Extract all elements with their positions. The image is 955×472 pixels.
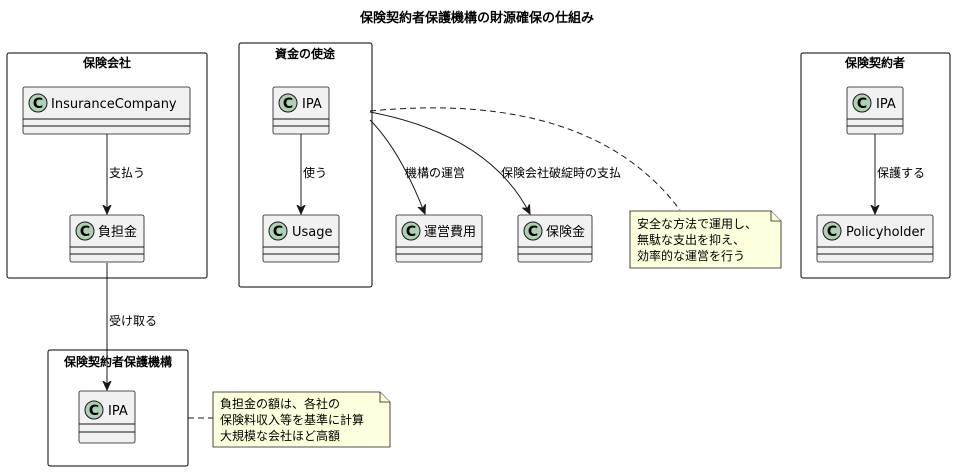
class-icon	[852, 93, 872, 113]
class-icon	[28, 93, 48, 113]
edge-bankruptcy-payment: 保険会社破綻時の支払	[369, 111, 621, 214]
note-usage-line: 無駄な支出を抑え、	[637, 232, 745, 247]
class-ipa-holder-label: IPA	[876, 97, 896, 112]
edge-use-label: 使う	[303, 165, 327, 180]
edge-operation: 機構の運営	[369, 119, 465, 214]
edge-bankruptcy-payment-label: 保険会社破綻時の支払	[501, 165, 621, 180]
class-insurance-money[interactable]: C 保険金	[517, 214, 593, 263]
note-ipa-line: 保険料収入等を基準に計算	[220, 412, 364, 427]
note-ipa-line: 負担金の額は、各社の	[220, 396, 340, 411]
class-icon	[523, 221, 543, 241]
package-insurer-label: 保険会社	[82, 55, 131, 70]
package-usage-label: 資金の使途	[275, 46, 336, 61]
class-marker: C	[283, 96, 293, 112]
class-operating-cost[interactable]: C 運営費用	[395, 214, 483, 263]
note-usage-line: 安全な方法で運用し、	[637, 216, 757, 231]
class-burden-label: 負担金	[98, 224, 137, 240]
note-ipa-line: 大規模な会社ほど高額	[220, 428, 340, 443]
class-policyholder[interactable]: C Policyholder	[816, 214, 934, 263]
class-usage-label: Usage	[292, 225, 333, 240]
class-ipa-usage-label: IPA	[302, 97, 322, 112]
class-burden[interactable]: C 負担金	[69, 214, 145, 263]
class-icon	[401, 221, 421, 241]
edge-protect-label: 保護する	[877, 165, 925, 180]
class-marker: C	[406, 224, 416, 240]
class-marker: C	[80, 224, 90, 240]
package-ipa-label: 保険契約者保護機構	[63, 354, 172, 369]
class-operating-cost-label: 運営費用	[424, 225, 476, 240]
note-link-usage	[369, 107, 681, 211]
class-ipa-main[interactable]: C IPA	[78, 390, 136, 444]
class-icon	[84, 400, 104, 420]
note-usage-line: 効率的な運営を行う	[637, 248, 745, 263]
class-icon	[822, 221, 842, 241]
class-ipa-usage[interactable]: C IPA	[272, 86, 330, 135]
edge-pay: 支払う	[107, 134, 145, 214]
class-ipa-holder[interactable]: C IPA	[846, 86, 904, 135]
class-icon	[268, 221, 288, 241]
class-ipa-main-label: IPA	[108, 404, 128, 419]
class-icon	[278, 93, 298, 113]
note-ipa: 負担金の額は、各社の 保険料収入等を基準に計算 大規模な会社ほど高額	[212, 391, 391, 448]
edge-use: 使う	[301, 134, 327, 214]
class-policyholder-label: Policyholder	[846, 225, 925, 240]
edge-receive: 受け取る	[107, 263, 157, 390]
edge-receive-label: 受け取る	[109, 314, 157, 328]
class-marker: C	[273, 224, 283, 240]
class-icon	[75, 221, 95, 241]
class-usage[interactable]: C Usage	[262, 214, 340, 263]
package-policyholder-label: 保険契約者	[844, 55, 905, 70]
edge-pay-label: 支払う	[109, 166, 145, 180]
class-marker: C	[89, 403, 99, 419]
class-marker: C	[827, 224, 837, 240]
class-marker: C	[528, 224, 538, 240]
edge-operation-label: 機構の運営	[405, 165, 465, 180]
class-marker: C	[857, 96, 867, 112]
diagram-title: 保険契約者保護機構の財源確保の仕組み	[359, 10, 594, 26]
note-usage: 安全な方法で運用し、 無駄な支出を抑え、 効率的な運営を行う	[629, 210, 782, 269]
class-marker: C	[33, 96, 43, 112]
edge-protect: 保護する	[875, 134, 925, 214]
class-insurance-company-label: InsuranceCompany	[51, 97, 177, 112]
class-insurance-money-label: 保険金	[546, 224, 585, 240]
class-insurance-company[interactable]: C InsuranceCompany	[22, 86, 191, 135]
